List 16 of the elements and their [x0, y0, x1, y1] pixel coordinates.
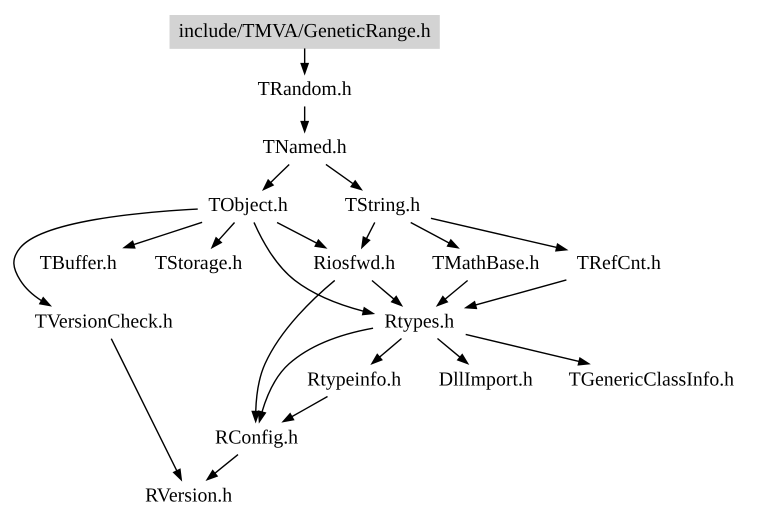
node-text: TBuffer.h [40, 252, 117, 274]
node-text: TObject.h [208, 194, 288, 216]
node-text: RConfig.h [215, 426, 298, 448]
node-text: Rtypeinfo.h [307, 368, 402, 390]
node-text: TRefCnt.h [576, 252, 661, 274]
node-text: DllImport.h [438, 368, 533, 390]
node-text: TString.h [344, 194, 420, 216]
node-text: TGenericClassInfo.h [568, 368, 734, 390]
node-text: RVersion.h [145, 484, 232, 506]
node-text: Riosfwd.h [313, 252, 396, 274]
node-text: TRandom.h [258, 78, 352, 100]
node-text: TStorage.h [154, 252, 242, 274]
node-text: TNamed.h [262, 136, 347, 158]
node-text: Rtypes.h [384, 310, 454, 332]
node-text: TMathBase.h [432, 252, 540, 274]
node-text: TVersionCheck.h [34, 310, 173, 332]
